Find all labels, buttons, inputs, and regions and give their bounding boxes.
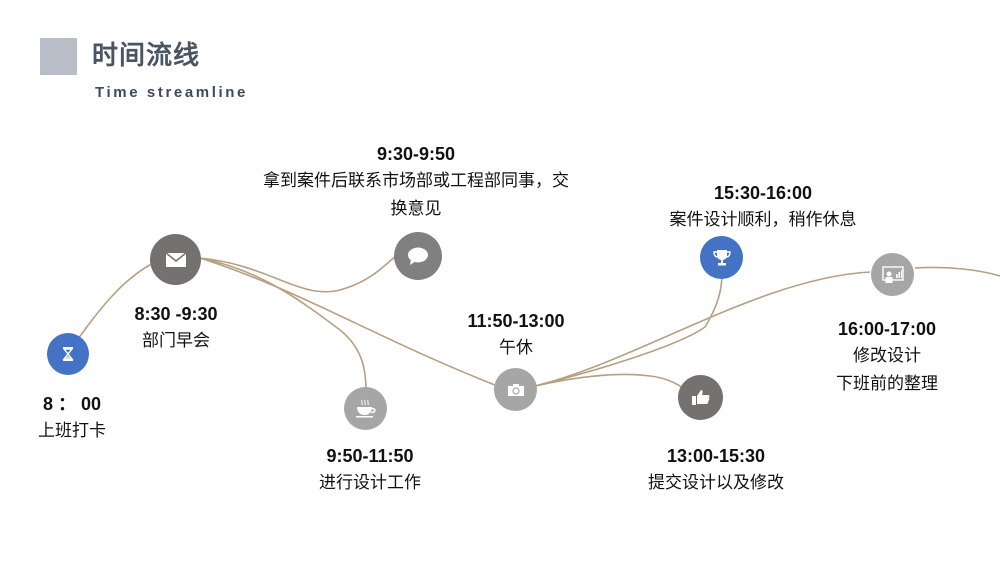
desc-text: 进行设计工作 — [319, 473, 421, 493]
label-8-30: 8:30 -9:30 部门早会 — [134, 301, 217, 355]
page-title: 时间流线 — [92, 41, 201, 71]
label-8-00: 8 ： 00 上班打卡 — [38, 391, 106, 445]
time-text: 8:30 -9:30 — [134, 304, 218, 324]
time-text: 8 ： 00 — [42, 394, 102, 414]
node-9-30 — [394, 232, 442, 280]
node-11-50 — [494, 368, 537, 411]
node-8-30 — [150, 234, 201, 285]
label-11-50: 11:50-13:00 午休 — [467, 308, 564, 362]
node-16-00 — [871, 253, 914, 296]
label-9-30: 9:30-9:50 拿到案件后联系市场部或工程部同事，交 换意见 — [263, 141, 569, 223]
envelope-icon — [165, 252, 186, 267]
presentation-board-icon — [881, 265, 904, 283]
curve-1150-to-1530 — [534, 272, 723, 387]
time-text: 9:30-9:50 — [376, 144, 456, 164]
node-8-00 — [47, 333, 89, 375]
curve-1150-to-1600 — [534, 271, 871, 387]
curve-830-to-1150 — [199, 257, 496, 386]
label-15-30: 15:30-16:00 案件设计顺利，稍作休息 — [670, 180, 857, 234]
desc-text: 上班打卡 — [38, 421, 106, 441]
node-9-50 — [344, 387, 387, 430]
desc-text: 下班前的整理 — [836, 374, 938, 394]
hourglass-icon — [62, 347, 74, 361]
page-subtitle: Time streamline — [95, 84, 248, 101]
camera-icon — [507, 383, 524, 396]
time-text: 13:00-15:30 — [666, 446, 766, 466]
curve-1150-to-1300 — [534, 373, 689, 393]
coffee-cup-icon — [355, 399, 376, 417]
time-text: 11:50-13:00 — [467, 311, 565, 331]
desc-text: 换意见 — [390, 199, 442, 219]
title-square-decoration — [40, 38, 77, 75]
desc-text: 部门早会 — [142, 331, 210, 351]
thumbs-up-icon — [691, 390, 710, 405]
time-text: 15:30-16:00 — [713, 183, 813, 203]
curve-1600-end — [914, 266, 1000, 277]
desc-text: 修改设计 — [853, 346, 921, 366]
node-13-00 — [678, 375, 723, 420]
label-9-50: 9:50-11:50 进行设计工作 — [319, 443, 421, 497]
desc-text: 案件设计顺利，稍作休息 — [669, 210, 857, 230]
desc-text: 拿到案件后联系市场部或工程部同事，交 — [263, 171, 569, 191]
label-13-00: 13:00-15:30 提交设计以及修改 — [648, 443, 784, 497]
time-text: 16:00-17:00 — [837, 319, 937, 339]
speech-bubble-icon — [408, 247, 428, 265]
label-16-00: 16:00-17:00 修改设计 下班前的整理 — [836, 316, 938, 398]
time-text: 9:50-11:50 — [326, 446, 414, 466]
curve-830-to-930 — [199, 253, 399, 293]
trophy-icon — [712, 250, 731, 266]
desc-text: 提交设计以及修改 — [648, 473, 784, 493]
desc-text: 午休 — [498, 338, 533, 358]
curve-830-to-950 — [199, 257, 367, 393]
node-15-30 — [700, 236, 743, 279]
